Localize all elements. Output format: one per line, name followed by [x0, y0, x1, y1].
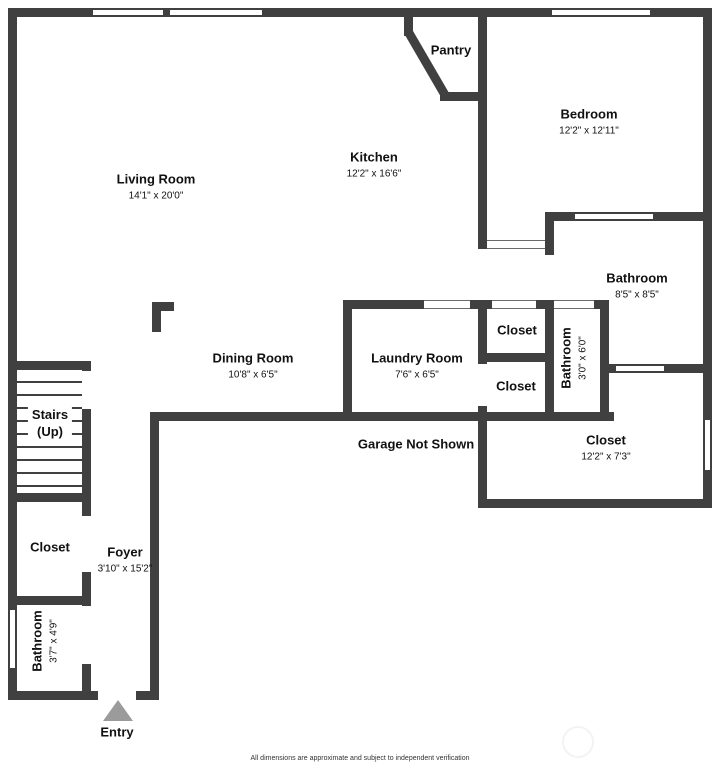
wall-closet-left-bottom: [8, 596, 91, 605]
room-label-dining-room: Dining Room 10'8" x 6'5": [212, 350, 294, 381]
window: [703, 420, 712, 470]
wall-bottom-left-b: [136, 691, 159, 700]
label-garage-not-shown: Garage Not Shown: [357, 436, 475, 452]
door-opening: [82, 606, 91, 664]
window: [575, 212, 653, 221]
door-opening: [82, 371, 91, 409]
wall-top: [8, 8, 712, 17]
room-label-laundry-room: Laundry Room 7'6" x 6'5": [371, 350, 463, 381]
window: [8, 610, 17, 668]
window: [616, 364, 664, 373]
room-label-bedroom: Bedroom 12'2" x 12'11": [559, 106, 619, 137]
wall-closet-divider: [478, 353, 554, 362]
room-label-bathroom-small: Bathroom 3'0" x 6'0": [558, 327, 589, 389]
room-label-living-room: Living Room 14'1" x 20'0": [116, 171, 196, 202]
door-opening: [545, 255, 554, 300]
door-opening: [478, 364, 487, 406]
door-opening: [554, 300, 594, 309]
wall-left: [8, 8, 17, 700]
wall-pantry-left: [404, 8, 413, 36]
label-entry: Entry: [100, 724, 134, 740]
room-label-bathroom-left: Bathroom 3'7" x 4'9": [29, 610, 60, 672]
wall-foyer-right: [150, 412, 159, 700]
wall-dining-stub-v: [152, 302, 161, 332]
wall-bathroom-left: [545, 212, 554, 412]
wall-bottom-left-a: [8, 691, 98, 700]
window: [170, 8, 262, 17]
room-label-closet-lower: Closet: [496, 378, 536, 394]
wall-bedroom-left: [478, 8, 487, 249]
room-label-bathroom-main: Bathroom 8'5" x 8'5": [606, 270, 668, 301]
wall-dining-bottom: [150, 412, 614, 421]
door-opening: [424, 300, 470, 309]
wall-closet-br-left: [478, 412, 487, 508]
room-label-pantry: Pantry: [430, 42, 472, 58]
room-label-closet-left: Closet: [30, 539, 70, 555]
wall-stairs-top: [8, 361, 91, 370]
wall-dining-stub-h: [152, 302, 174, 311]
room-label-closet-upper: Closet: [497, 322, 537, 338]
window: [93, 8, 163, 17]
room-label-kitchen: Kitchen 12'2" x 16'6": [346, 149, 402, 180]
wall-pantry-bottom: [440, 92, 487, 101]
room-label-foyer: Foyer 3'10" x 15'2": [97, 544, 153, 575]
door-opening: [82, 516, 91, 572]
door-opening: [487, 240, 545, 249]
wall-small-bathroom-right: [600, 300, 609, 412]
wall-laundry-top: [343, 300, 609, 309]
window: [552, 8, 650, 17]
door-opening: [492, 300, 536, 309]
wall-stairs-bottom: [8, 493, 91, 502]
wall-laundry-left: [343, 300, 352, 421]
wall-closet-br-bottom: [478, 499, 712, 508]
room-label-stairs: Stairs (Up): [27, 406, 73, 442]
room-label-closet-br: Closet 12'2" x 7'3": [581, 432, 631, 463]
wall-right: [703, 8, 712, 508]
entry-arrow-icon: [103, 700, 133, 721]
disclaimer-text: All dimensions are approximate and subje…: [250, 755, 470, 762]
watermark-circle: [562, 726, 594, 758]
